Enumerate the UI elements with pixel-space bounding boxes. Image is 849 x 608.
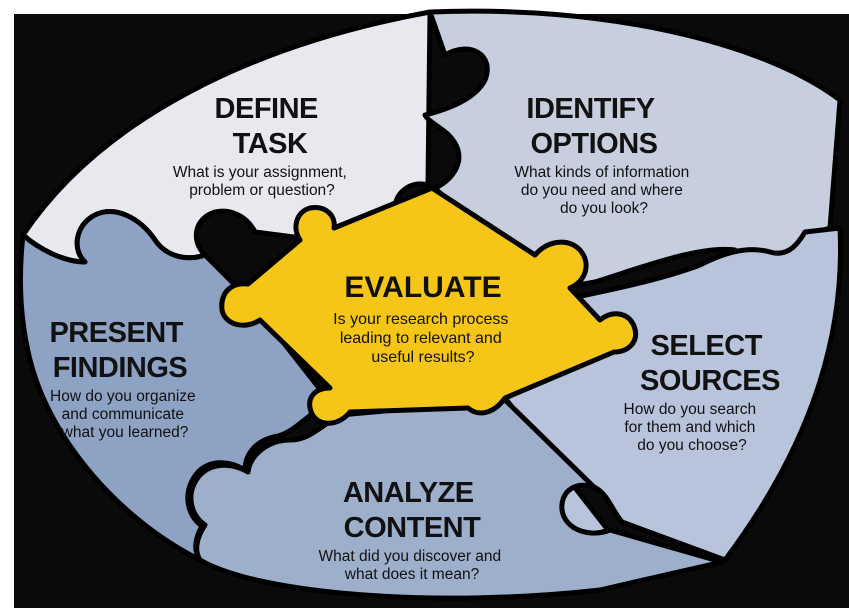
identify-options-piece [422, 8, 843, 297]
identify-options-title-line: OPTIONS [530, 128, 657, 160]
select-sources-title: SELECT SOURCES [640, 330, 780, 397]
define-task-title-line: DEFINE [215, 93, 319, 125]
select-sources-description-line: for them and which [624, 419, 755, 436]
identify-options-description-line: do you need and where [521, 182, 683, 199]
select-sources-description: How do you search for them and which do … [624, 401, 761, 454]
present-findings-title-line: PRESENT [49, 317, 183, 349]
identify-options-title-line: IDENTIFY [526, 93, 654, 125]
evaluate-title: EVALUATE [344, 271, 501, 304]
analyze-content-title: ANALYZE CONTENT [343, 477, 481, 544]
define-task-title: DEFINE TASK [215, 93, 326, 160]
analyze-content-title-line: CONTENT [344, 512, 481, 544]
identify-options-title: IDENTIFY OPTIONS [526, 93, 661, 160]
evaluate-description: Is your research process leading to rele… [333, 311, 513, 366]
analyze-content-title-line: ANALYZE [343, 477, 474, 509]
analyze-content-description: What did you discover and what does it m… [319, 548, 506, 583]
present-findings-description-line: How do you organize [50, 388, 196, 405]
present-findings-piece [17, 209, 333, 563]
evaluate-description-line: Is your research process [333, 311, 508, 328]
evaluate-piece [219, 185, 638, 426]
select-sources-description-line: do you choose? [637, 437, 747, 454]
identify-options-description: What kinds of information do you need an… [514, 164, 693, 217]
present-findings-title-line: FINDINGS [53, 352, 188, 384]
evaluate-description-line: useful results? [371, 349, 474, 366]
define-task-title-line: TASK [233, 128, 308, 160]
select-sources-description-line: How do you search [624, 401, 757, 418]
define-task-description: What is your assignment, problem or ques… [173, 164, 351, 199]
identify-options-description-line: do you look? [560, 200, 648, 217]
present-findings-description-line: what you learned? [61, 424, 189, 441]
select-sources-title-line: SELECT [651, 330, 763, 362]
select-sources-title-line: SOURCES [640, 365, 780, 397]
evaluate-description-line: leading to relevant and [340, 330, 502, 347]
define-task-description-line: What is your assignment, [173, 164, 347, 181]
analyze-content-description-line: what does it mean? [344, 566, 480, 583]
present-findings-description: How do you organize and communicate what… [50, 388, 200, 441]
analyze-content-description-line: What did you discover and [319, 548, 502, 565]
present-findings-title: PRESENT FINDINGS [49, 317, 190, 384]
present-findings-description-line: and communicate [62, 406, 184, 423]
identify-options-description-line: What kinds of information [514, 164, 689, 181]
define-task-description-line: problem or question? [189, 182, 335, 199]
